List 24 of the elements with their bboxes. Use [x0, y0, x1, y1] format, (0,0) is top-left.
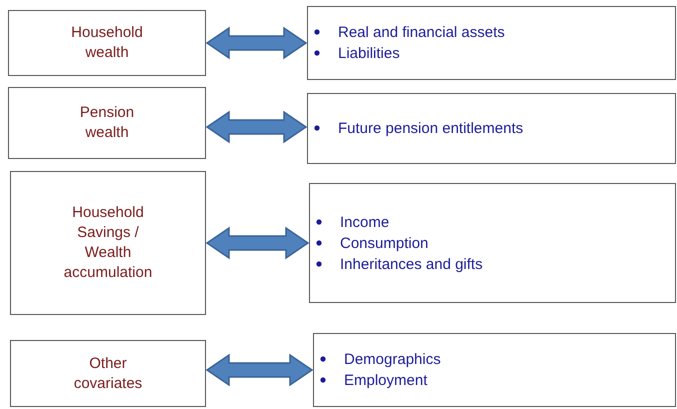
bullet-item: Consumption — [340, 234, 428, 252]
bullet-list-box — [309, 183, 676, 303]
bullet-item: Income — [340, 214, 390, 230]
category-box — [10, 340, 206, 407]
double-arrow — [206, 110, 308, 144]
category-label: Pension wealth — [78, 103, 136, 143]
bullet-item: Liabilities — [338, 45, 400, 62]
category-box — [10, 171, 206, 315]
double-arrow — [206, 26, 308, 60]
category-label: Other covariates — [72, 354, 144, 394]
double-arrow — [206, 354, 314, 386]
bullet-list-box — [307, 6, 676, 80]
bullet-item: Demographics — [344, 351, 441, 368]
bullet-item: Real and financial assets — [338, 24, 505, 41]
category-label: Household wealth — [70, 23, 144, 63]
bullet-item: Future pension entitlements — [338, 120, 524, 137]
category-box — [8, 87, 206, 159]
category-label: Household Savings / Wealth accumulation — [62, 203, 154, 283]
double-arrow — [206, 226, 310, 260]
category-box — [8, 10, 206, 76]
bullet-item: Inheritances and gifts — [340, 256, 483, 272]
bullet-item: Employment — [344, 372, 428, 389]
bullet-list-box — [313, 333, 676, 407]
bullet-list-box — [307, 93, 676, 164]
